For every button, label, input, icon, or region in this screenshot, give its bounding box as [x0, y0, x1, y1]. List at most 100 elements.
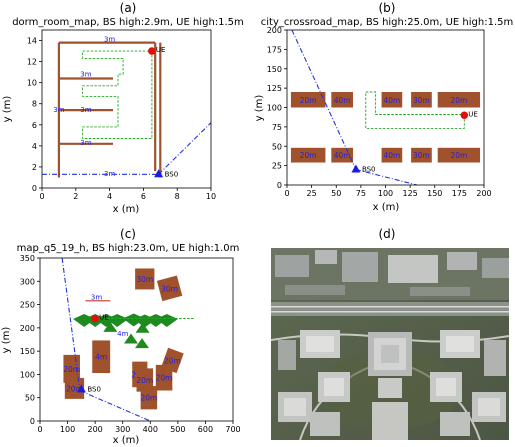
- panel-a-frame: [41, 29, 212, 189]
- y-tick-label: 75: [272, 123, 282, 132]
- y-tick-label: 8: [32, 100, 37, 109]
- y-tick-label: 0: [277, 181, 282, 190]
- x-tick-label: 300: [115, 425, 130, 434]
- ue-label: UE: [468, 110, 478, 118]
- x-tick-label: 0: [39, 192, 44, 201]
- wall-height-label: 3m: [80, 70, 91, 78]
- y-tick-label: 2: [32, 163, 37, 172]
- building: [155, 364, 173, 391]
- y-tick-label: 6: [32, 121, 37, 130]
- y-tick-label: 0: [32, 184, 37, 193]
- panel-a: dorm_room_map, BS high:2.9m, UE high:1.5…: [2, 17, 244, 215]
- wall-height-label: 3m: [53, 106, 64, 114]
- height-label: 4m: [117, 330, 128, 338]
- building-height-label: 30m: [136, 275, 153, 284]
- panel-c: map_q5_19_h, BS high:23.0m, UE high:1.0m…: [1, 243, 241, 446]
- beam-line: [79, 390, 151, 422]
- x-tick-label: 50: [331, 189, 341, 198]
- tree: [106, 314, 129, 320]
- panel-c-frame: [39, 257, 234, 422]
- panel-c-label: (c): [120, 227, 136, 241]
- y-tick-label: 10: [27, 79, 37, 88]
- panel-d-satellite-image: [271, 248, 509, 440]
- y-tick-label: 100: [20, 370, 35, 379]
- y-tick-label: 100: [267, 104, 282, 113]
- ue-marker: [91, 314, 99, 323]
- y-tick-label: 150: [20, 347, 35, 356]
- y-tick-label: 50: [25, 394, 35, 403]
- panel-a-xlabel: x (m): [113, 204, 140, 215]
- building: [136, 368, 154, 392]
- building-height-label: 4m: [95, 353, 107, 362]
- bs-marker: [351, 164, 361, 173]
- building: [381, 147, 403, 163]
- building: [381, 92, 403, 108]
- x-tick-label: 25: [307, 189, 317, 198]
- building-height-label: 20m: [136, 376, 153, 385]
- panel-c-xlabel: x (m): [113, 435, 140, 446]
- tree: [155, 314, 178, 320]
- tree: [135, 322, 150, 333]
- building-height-label: 30m: [413, 151, 430, 160]
- building: [437, 147, 481, 163]
- beam-line: [61, 257, 81, 391]
- x-tick-label: 0: [284, 189, 289, 198]
- y-tick-label: 300: [20, 277, 35, 286]
- y-tick-label: 50: [272, 142, 282, 151]
- building: [411, 147, 432, 163]
- building: [331, 92, 353, 108]
- x-tick-label: 500: [170, 425, 185, 434]
- building-height-label: 20m: [156, 374, 173, 383]
- panel-b-label: (b): [379, 1, 396, 15]
- tree: [123, 333, 138, 344]
- x-tick-label: 200: [476, 189, 491, 198]
- panel-d-label: (d): [379, 227, 396, 241]
- tree: [106, 319, 129, 328]
- building-height-label: 30m: [413, 96, 430, 105]
- ue-trajectory: [365, 91, 465, 129]
- x-tick-label: 200: [88, 425, 103, 434]
- building: [437, 92, 481, 108]
- ue-label: UE: [99, 314, 109, 322]
- x-tick-label: 75: [356, 189, 366, 198]
- beam-line: [291, 29, 357, 170]
- y-tick-label: 4: [32, 142, 37, 151]
- building: [290, 92, 326, 108]
- building-height-label: 20m: [450, 96, 467, 105]
- panel-b: city_crossroad_map, BS high:25.0m, UE hi…: [254, 17, 513, 213]
- ue-marker: [148, 47, 156, 55]
- y-tick-label: 250: [20, 301, 35, 310]
- y-tick-label: 25: [272, 162, 282, 171]
- building-height-label: 20m: [140, 394, 157, 403]
- building-height-label: 20m: [300, 151, 317, 160]
- x-tick-label: 600: [198, 425, 213, 434]
- tree: [155, 319, 178, 328]
- building: [411, 92, 432, 108]
- tree: [135, 338, 150, 349]
- x-tick-label: 8: [175, 192, 180, 201]
- y-tick-label: 350: [20, 254, 35, 263]
- building-height-label: 20m: [450, 151, 467, 160]
- height-label: 3m: [91, 293, 102, 301]
- x-tick-label: 4: [107, 192, 112, 201]
- y-tick-label: 0: [30, 417, 35, 426]
- bs-marker: [76, 384, 86, 393]
- panel-b-title: city_crossroad_map, BS high:25.0m, UE hi…: [261, 17, 513, 28]
- building: [290, 147, 326, 163]
- beam-line: [355, 168, 418, 186]
- y-tick-label: 150: [267, 65, 282, 74]
- building-height-label: 20m: [300, 96, 317, 105]
- x-tick-label: 100: [60, 425, 75, 434]
- y-tick-label: 200: [20, 324, 35, 333]
- bs-label: BS0: [165, 170, 179, 178]
- panel-b-xlabel: x (m): [373, 202, 400, 213]
- building-height-label: 40m: [383, 96, 400, 105]
- panel-c-ylabel: y (m): [1, 327, 12, 354]
- x-tick-label: 125: [402, 189, 417, 198]
- building-height-label: 40m: [383, 151, 400, 160]
- panel-b-ylabel: y (m): [254, 95, 265, 122]
